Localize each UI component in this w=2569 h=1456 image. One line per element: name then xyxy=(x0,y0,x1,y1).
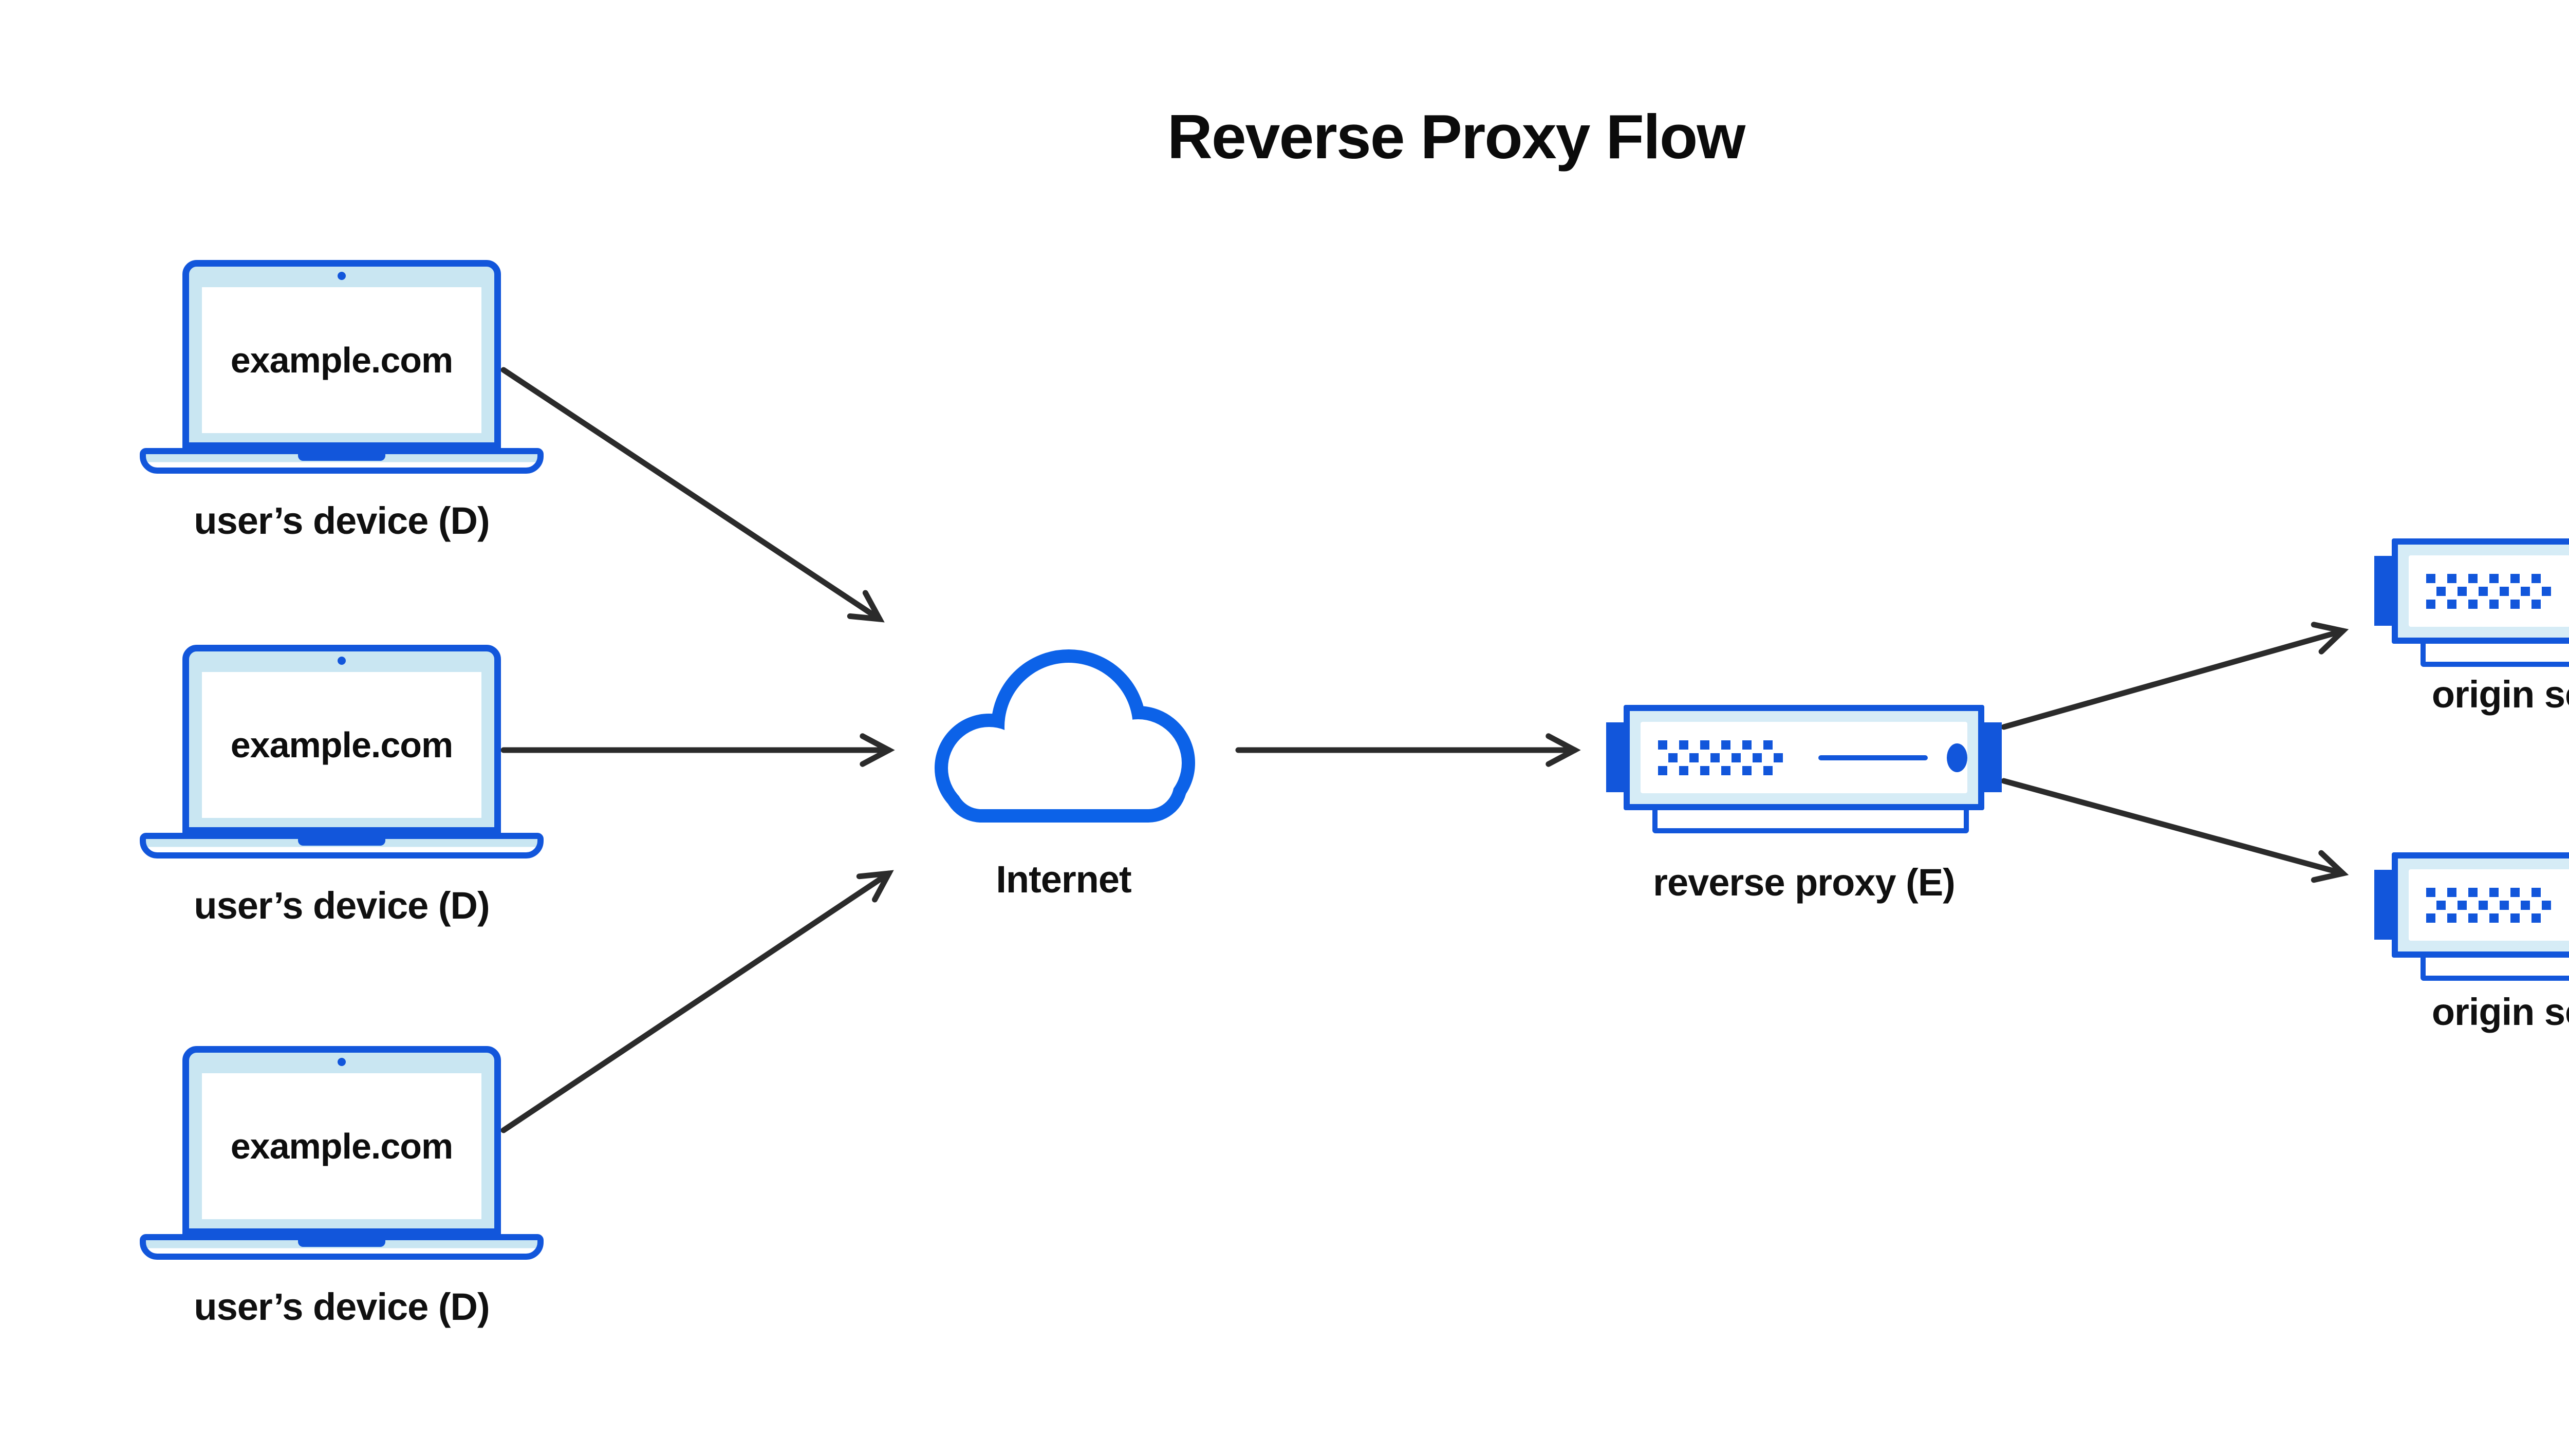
internet-node xyxy=(909,642,1218,832)
laptop-icon: example.com xyxy=(182,260,501,449)
device-label: user’s device (D) xyxy=(194,884,490,927)
server-vents-icon xyxy=(2426,887,2551,923)
internet-cloud-icon xyxy=(935,649,1195,823)
device-label: user’s device (D) xyxy=(194,499,490,542)
laptop-notch xyxy=(298,454,385,461)
laptop-screen: example.com xyxy=(202,287,481,433)
proxy-label: reverse proxy (E) xyxy=(1653,861,1956,904)
device-screen-text: example.com xyxy=(230,1126,454,1166)
server-icon xyxy=(1624,705,1984,810)
webcam-dot-icon xyxy=(338,1058,346,1066)
server-vents-icon xyxy=(2426,573,2551,609)
arrow-device3-to-internet xyxy=(500,870,894,1133)
laptop-base xyxy=(140,1234,544,1260)
laptop-base xyxy=(140,448,544,474)
server-face xyxy=(2409,555,2569,627)
server-icon xyxy=(2392,852,2569,958)
laptop-screen: example.com xyxy=(202,1073,481,1219)
webcam-dot-icon xyxy=(338,272,346,280)
user-device-node-2: example.com user’s device (D) xyxy=(140,645,544,925)
user-device-node-3: example.com user’s device (D) xyxy=(140,1046,544,1326)
laptop-notch xyxy=(298,1240,385,1247)
server-face xyxy=(1641,722,1967,793)
laptop-base xyxy=(140,833,544,858)
laptop-notch xyxy=(298,838,385,846)
device-screen-text: example.com xyxy=(230,340,454,380)
user-device-node-1: example.com user’s device (D) xyxy=(140,260,544,540)
server-icon xyxy=(2392,538,2569,644)
server-vents-icon xyxy=(1658,740,1783,775)
origin-label: origin server (F) xyxy=(2431,673,2569,716)
arrow-device1-to-internet xyxy=(500,367,885,623)
server-slot-line xyxy=(1818,755,1928,760)
arrow-device2-to-internet xyxy=(500,733,895,767)
diagram-title: Reverse Proxy Flow xyxy=(1167,102,1746,172)
arrow-internet-to-proxy xyxy=(1235,733,1581,767)
server-face xyxy=(2409,869,2569,941)
server-led-dot xyxy=(1947,743,1967,772)
device-label: user’s device (D) xyxy=(194,1285,490,1328)
internet-label: Internet xyxy=(996,858,1131,901)
laptop-screen: example.com xyxy=(202,672,481,818)
laptop-icon: example.com xyxy=(182,1046,501,1235)
laptop-icon: example.com xyxy=(182,645,501,834)
origin-label: origin server (F) xyxy=(2431,991,2569,1033)
device-screen-text: example.com xyxy=(230,725,454,765)
arrow-proxy-to-origin2 xyxy=(2001,778,2349,883)
arrow-proxy-to-origin1 xyxy=(2001,622,2349,730)
webcam-dot-icon xyxy=(338,657,346,665)
